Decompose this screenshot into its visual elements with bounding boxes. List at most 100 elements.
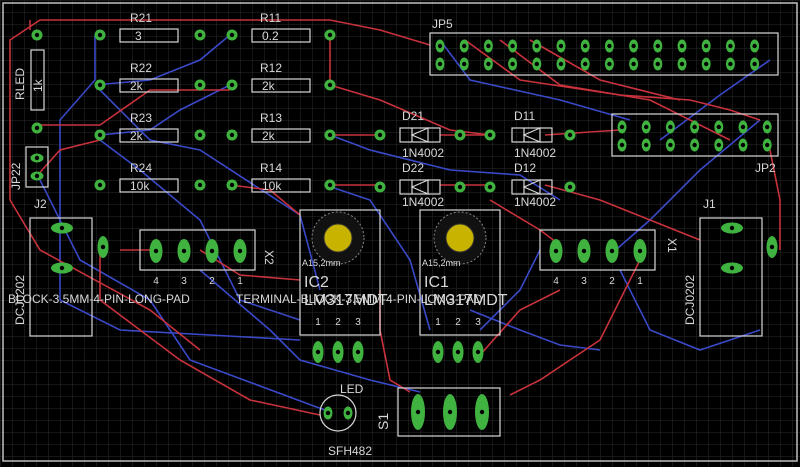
ic-pad-ic1-2	[452, 341, 464, 363]
top-copper-traces	[9, 19, 781, 416]
jp5-pad-0-8	[629, 39, 639, 53]
r22-body	[119, 78, 179, 93]
pads	[30, 29, 778, 430]
resistor-value-r22: 2k	[130, 79, 144, 93]
diode-pad-d12-k	[564, 181, 576, 193]
x2-pad-4	[149, 239, 163, 263]
diode-pad-d22-k	[454, 181, 466, 193]
resistor-name-rled: RLED	[13, 68, 27, 100]
s1-outline	[397, 387, 501, 437]
r21-body	[119, 28, 179, 43]
x2-pin-label-3: 3	[181, 276, 187, 287]
x1-pad-2	[605, 239, 619, 263]
resistor-bodies	[30, 28, 311, 193]
j2-pad-switch	[97, 236, 109, 258]
jp2-pad-0-2	[665, 120, 675, 134]
diode-value-d12: 1N4002	[514, 195, 556, 209]
header-name-jp22: JP22	[9, 162, 23, 190]
resistor-pad-r11-a	[226, 29, 238, 41]
ic2-heatsink-hole	[323, 223, 353, 253]
jp5-pad-1-11	[701, 57, 711, 71]
jp2-pad-1-5	[738, 138, 748, 152]
jp5-pad-1-2	[483, 57, 493, 71]
jp2-pad-0-0	[617, 120, 627, 134]
d21-body	[399, 127, 441, 143]
ic-pad-ic2-2	[332, 341, 344, 363]
resistor-pad-r12-a	[226, 79, 238, 91]
r12-body	[251, 78, 311, 93]
j2-pad-sleeve	[51, 262, 73, 274]
resistor-pad-r14-b	[324, 179, 336, 191]
jp2-pad-0-3	[690, 120, 700, 134]
resistor-name-r13: R13	[260, 111, 282, 125]
jp22-pad-b	[30, 171, 44, 181]
diode-bodies	[399, 127, 553, 195]
diode-pad-d11-k	[564, 129, 576, 141]
jack-name-j1: J1	[703, 197, 716, 211]
terminal-name-x1: X1	[665, 238, 679, 253]
resistor-value-rled: 1k	[31, 78, 45, 92]
j2-outline	[29, 217, 93, 337]
ic-pin-label-ic1-3: 3	[475, 317, 481, 328]
jp5-pad-1-0	[435, 57, 445, 71]
ic-pad-ic1-3	[472, 341, 484, 363]
r13-body	[251, 128, 311, 143]
r23-body	[119, 128, 179, 143]
d12-body	[511, 179, 553, 195]
resistor-name-r21: R21	[130, 11, 152, 25]
jp2-pad-1-0	[617, 138, 627, 152]
heatsinks	[311, 211, 487, 265]
switch-pad-2	[443, 394, 457, 430]
jp5-pad-0-0	[435, 39, 445, 53]
x2-pad-1	[233, 239, 247, 263]
ic1-heatsink-hole	[445, 223, 475, 253]
resistor-value-r13: 2k	[262, 129, 276, 143]
jp2-pad-1-4	[714, 138, 724, 152]
jp2-pad-0-4	[714, 120, 724, 134]
resistor-name-r22: R22	[130, 61, 152, 75]
jp5-pad-0-7	[604, 39, 614, 53]
ic1-outline	[419, 209, 501, 336]
ic2-outline	[299, 209, 381, 336]
diode-name-d12: D12	[514, 161, 536, 175]
terminal-value-x2: BLOCK-3.5MM-4-PIN-LONG-PAD	[8, 292, 190, 306]
jp2-pad-1-2	[665, 138, 675, 152]
x1-pin-label-3: 3	[581, 276, 587, 287]
resistor-value-r24: 10k	[130, 179, 150, 193]
labels: R213R222kR232kR2410kR110.2R122kR132kR141…	[8, 11, 776, 458]
switch-pad-3	[475, 394, 489, 430]
resistor-pad-r12-b	[324, 79, 336, 91]
jp5-pad-0-11	[701, 39, 711, 53]
resistor-pad-r11-b	[324, 29, 336, 41]
diode-value-d22: 1N4002	[402, 195, 444, 209]
x1-outline	[539, 229, 656, 271]
resistor-pad-r23-b	[194, 129, 206, 141]
jp5-pad-0-10	[677, 39, 687, 53]
jp5-pad-1-7	[604, 57, 614, 71]
switch-name: S1	[375, 413, 391, 430]
diode-pad-d12-a	[484, 181, 496, 193]
ic-pin-label-ic2-1: 1	[315, 317, 321, 328]
terminal-value-x1: TERMINAL-BLOCK-3.5MM-4-PIN-LONG-PAD	[236, 292, 483, 306]
resistor-value-r14: 10k	[262, 179, 282, 193]
ic-pin-label-ic2-2: 2	[335, 317, 341, 328]
jack-name-j2: J2	[34, 197, 47, 211]
j1-pad-center	[721, 222, 743, 234]
jp5-pad-1-10	[677, 57, 687, 71]
jp5-pad-1-12	[725, 57, 735, 71]
jp2-outline	[611, 113, 779, 157]
ic-heatsink-label-ic2: A15,2mm	[302, 258, 341, 268]
jp5-pad-0-6	[580, 39, 590, 53]
led-pad-k	[343, 406, 353, 420]
resistor-name-r14: R14	[260, 161, 282, 175]
ic-pin-label-ic1-1: 1	[435, 317, 441, 328]
j2-pad-center	[51, 222, 73, 234]
diode-name-d22: D22	[402, 161, 424, 175]
x1-pin-label-2: 2	[609, 276, 615, 287]
ic-pad-ic2-3	[352, 341, 364, 363]
resistor-pad-r22-b	[194, 79, 206, 91]
resistor-value-r11: 0.2	[262, 29, 279, 43]
